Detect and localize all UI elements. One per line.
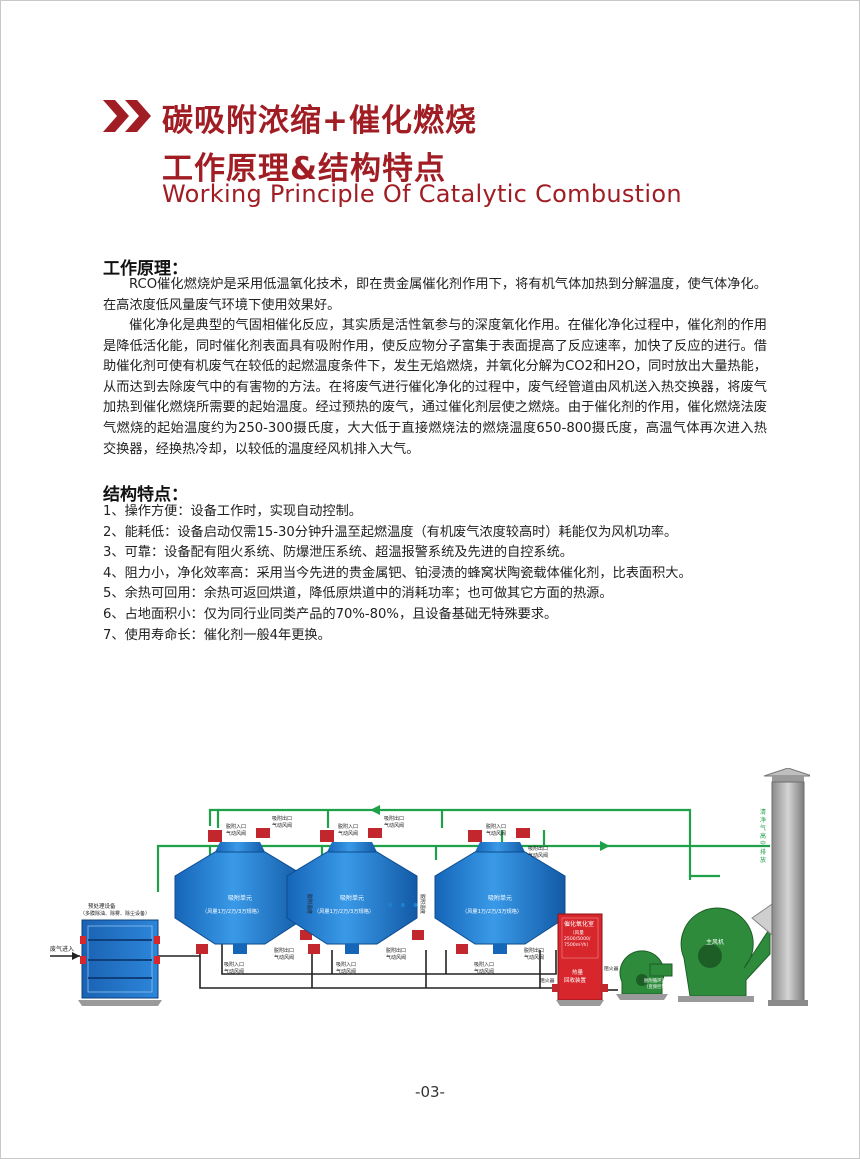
- title-line-1: 碳吸附浓缩+催化燃烧: [162, 103, 477, 139]
- valve-label: 气动风阀: [226, 830, 246, 837]
- valve-label: 气动风阀: [336, 968, 356, 975]
- feature-item: 5、余热可回用：余热可返回烘道，降低原烘道中的消耗功率；也可做其它方面的热源。: [103, 586, 613, 602]
- valve-label: 脱附入口: [338, 823, 358, 830]
- feature-item: 1、操作方便：设备工作时，实现自动控制。: [103, 504, 362, 519]
- feature-item: 7、使用寿命长：催化剂一般4年更换。: [103, 627, 331, 643]
- sensor-label: 脱附温度: [419, 894, 426, 914]
- valve-label: 气动风阀: [224, 968, 244, 975]
- sensor-label: 脱附温度: [306, 894, 313, 914]
- valve-label: 吸附出口: [272, 815, 292, 822]
- valve-label: 脱附出口: [386, 947, 406, 954]
- adsorption-tower-2: [286, 828, 424, 954]
- catalytic-chamber: [552, 913, 608, 1006]
- principle-heading: 工作原理：: [103, 259, 188, 279]
- valve-label: 气动风阀: [384, 822, 404, 829]
- exhaust-stack: [763, 768, 810, 1006]
- tower-2-title: 吸附单元: [340, 894, 364, 902]
- process-diagram: 废气进入 预处理设备 （多膜除油、除雾、除尘设备） 吸附单元 （风量1万/2万/…: [50, 768, 810, 1006]
- valve-label: 吸附入口: [224, 961, 244, 968]
- svg-text:净: 净: [760, 816, 766, 824]
- tower-2-spec: （风量1万/2万/3万规格）: [314, 907, 374, 915]
- svg-text:放: 放: [760, 856, 766, 864]
- valve-label: 吸附出口: [384, 815, 404, 822]
- valve-label: 气动风阀: [474, 968, 494, 975]
- feature-item: 6、占地面积小：仅为同行业同类产品的70%-80%，且设备基础无特殊要求。: [103, 606, 558, 622]
- black-pipe-network: [50, 940, 618, 991]
- valve-label: 脱附出口: [524, 947, 544, 954]
- page-number: -03-: [415, 1083, 445, 1101]
- stack-label: 清 净 气 高 空 排 放: [760, 808, 766, 864]
- catalytic-title: 催化氧化室: [564, 920, 594, 928]
- valve-label: 脱附入口: [486, 823, 506, 830]
- catalytic-spec: （风量: [570, 929, 584, 936]
- catalytic-spec: 2500/5000/: [564, 936, 591, 942]
- adsorption-tower-3: [434, 828, 572, 954]
- fire-arrester-left: 阻火器: [540, 977, 555, 984]
- inlet-label: 废气进入: [50, 945, 74, 953]
- desorb-fan-label: 脱附循环风机: [644, 977, 671, 984]
- valve-label: 吸附入口: [474, 961, 494, 968]
- desorb-fan: [616, 950, 673, 1000]
- features-list: 1、操作方便：设备工作时，实现自动控制。 2、能耗低：设备启动仅需15-30分钟…: [103, 502, 767, 646]
- valve-label: 气动风阀: [274, 954, 294, 961]
- valve-label: 吸附入口: [336, 961, 356, 968]
- main-fan: [678, 899, 779, 1002]
- pre-treatment-unit: [78, 919, 162, 1006]
- fire-arrester-right: 阻火器: [604, 965, 619, 972]
- feature-item: 2、能耗低：设备启动仅需15-30分钟升温至起燃温度（有机废气浓度较高时）耗能仅…: [103, 524, 678, 540]
- tower-3-spec: （风量1万/2万/3万规格）: [462, 907, 522, 915]
- valve-label: 气动风阀: [528, 852, 548, 859]
- pre-treat-label-2: （多膜除油、除雾、除尘设备）: [80, 910, 150, 917]
- title-line-2: 工作原理&结构特点: [162, 151, 447, 187]
- svg-text:气: 气: [760, 824, 766, 832]
- valve-label: 气动风阀: [524, 954, 544, 961]
- principle-para-2: 催化净化是典型的气固相催化反应，其实质是活性氧参与的深度氧化作用。在催化净化过程…: [103, 318, 767, 457]
- catalytic-spec: 7500m³/h）: [564, 942, 591, 948]
- tower-1-title: 吸附单元: [228, 894, 252, 902]
- valve-label: 气动风阀: [338, 830, 358, 837]
- valve-label: 气动风阀: [486, 830, 506, 837]
- heat-box-label: 热量: [572, 968, 584, 976]
- valve-label: 气动风阀: [272, 822, 292, 829]
- valve-label: 吸附出口: [528, 845, 548, 852]
- svg-text:排: 排: [760, 848, 766, 856]
- adsorption-tower-1: [174, 828, 312, 954]
- svg-text:清: 清: [760, 808, 766, 816]
- desorb-fan-label: （变频控制）: [644, 983, 670, 990]
- title-english: Working Principle Of Catalytic Combustio…: [162, 180, 682, 208]
- pre-treat-label-1: 预处理设备: [88, 902, 116, 910]
- valve-label: 脱附入口: [226, 823, 246, 830]
- svg-text:空: 空: [760, 840, 766, 848]
- feature-item: 4、阻力小，净化效率高：采用当今先进的贵金属钯、铂浸渍的蜂窝状陶瓷载体催化剂，比…: [103, 565, 692, 581]
- principle-para-1: RCO催化燃烧炉是采用低温氧化技术，即在贵金属催化剂作用下，将有机气体加热到分解…: [103, 277, 767, 313]
- tower-3-title: 吸附单元: [488, 894, 512, 902]
- heat-box-label: 回收装置: [564, 976, 587, 984]
- valve-label: 脱附出口: [274, 947, 294, 954]
- features-heading: 结构特点：: [103, 485, 188, 505]
- more-towers-dots: • • •: [386, 898, 420, 914]
- main-fan-label: 主风机: [706, 938, 724, 946]
- chevron-icon: [103, 100, 151, 132]
- feature-item: 3、可靠：设备配有阻火系统、防爆泄压系统、超温报警系统及先进的自控系统。: [103, 545, 573, 561]
- valve-label: 气动风阀: [386, 954, 406, 961]
- tower-1-spec: （风量1万/2万/3万规格）: [202, 907, 262, 915]
- svg-text:高: 高: [760, 832, 766, 840]
